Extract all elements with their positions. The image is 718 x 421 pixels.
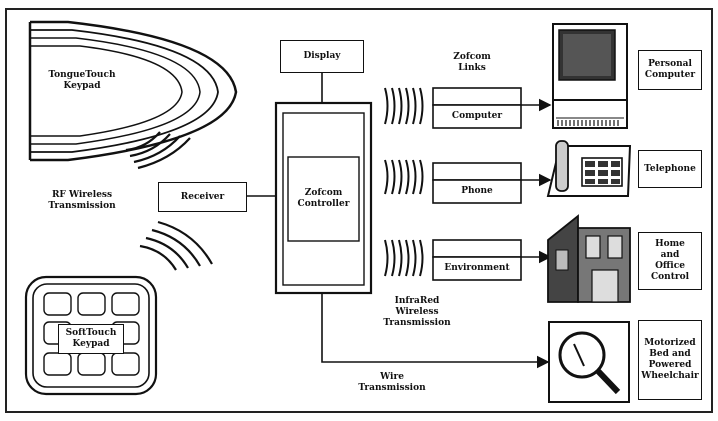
receiver-label: Receiver bbox=[181, 192, 225, 203]
home-icon bbox=[548, 216, 630, 302]
rf-transmission-label: RF Wireless Transmission bbox=[36, 190, 128, 212]
telephone-icon bbox=[548, 141, 630, 196]
output-home-label: Home and Office Control bbox=[651, 239, 689, 283]
receiver-box: Receiver bbox=[158, 182, 247, 212]
zofcom-links-label: Zofcom Links bbox=[432, 52, 512, 74]
link-environment-label: Environment bbox=[433, 263, 521, 274]
output-pc-label: Personal Computer bbox=[645, 59, 695, 81]
output-pc-box: Personal Computer bbox=[638, 50, 702, 90]
ir-wave-phone-icon bbox=[385, 160, 423, 194]
display-label: Display bbox=[303, 51, 340, 62]
output-bed-label: Motorized Bed and Powered Wheelchair bbox=[641, 338, 699, 382]
output-home-box: Home and Office Control bbox=[638, 232, 702, 290]
personal-computer-icon bbox=[553, 24, 627, 128]
infrared-transmission-label: InfraRed Wireless Transmission bbox=[372, 296, 462, 329]
output-bed-box: Motorized Bed and Powered Wheelchair bbox=[638, 320, 702, 400]
ir-wave-computer-icon bbox=[385, 88, 423, 124]
ir-wave-environment-icon bbox=[385, 240, 423, 276]
link-computer-label: Computer bbox=[433, 111, 521, 122]
display-box: Display bbox=[280, 40, 364, 73]
tongue-keypad-label: TongueTouch Keypad bbox=[30, 70, 134, 92]
link-computer-device bbox=[433, 88, 521, 128]
link-phone-label: Phone bbox=[433, 186, 521, 197]
link-environment-device bbox=[433, 240, 521, 280]
link-phone-device bbox=[433, 163, 521, 203]
rf-wave-lower-icon bbox=[140, 222, 212, 270]
wire-transmission-label: Wire Transmission bbox=[352, 372, 432, 394]
softtouch-keypad-label: SoftTouch Keypad bbox=[58, 324, 124, 354]
output-telephone-label: Telephone bbox=[644, 164, 696, 175]
controller-label: Zofcom Controller bbox=[290, 188, 357, 210]
wheelchair-device-icon bbox=[549, 322, 629, 402]
output-telephone-box: Telephone bbox=[638, 150, 702, 188]
